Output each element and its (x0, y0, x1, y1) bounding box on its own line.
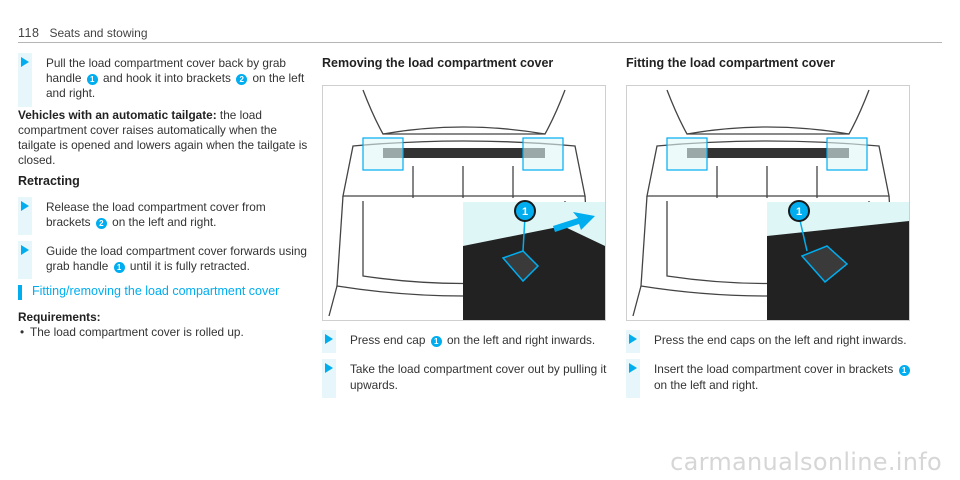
ref-badge: 2 (236, 74, 248, 86)
section-marker (18, 284, 22, 300)
text-column-3: Fitting the load compartment cover (626, 56, 916, 399)
step-arrow-icon (629, 334, 637, 345)
page-header: 118 Seats and stowing (18, 26, 148, 40)
step-arrow-icon (325, 363, 333, 374)
instruction-step: Guide the load compartment cover forward… (18, 240, 308, 280)
requirement-item: The load compartment cover is rolled up. (18, 325, 308, 340)
ref-badge: 2 (95, 217, 107, 229)
step-arrow-icon (629, 363, 637, 374)
ref-badge: 1 (86, 74, 98, 86)
step-arrow-icon (325, 334, 333, 345)
ref-badge: 1 (113, 262, 125, 274)
callout-1: 1 (522, 206, 528, 218)
fitting-illustration: 1 (626, 85, 910, 322)
section-heading: Fitting/removing the load compartment co… (18, 284, 308, 300)
watermark: carmanualsonline.info (670, 448, 942, 476)
requirements-label: Requirements: (18, 309, 101, 324)
instruction-step: Pull the load compartment cover back by … (18, 53, 308, 107)
car-trunk-illustration: 1 (632, 89, 909, 321)
car-trunk-illustration: 1 (328, 89, 605, 321)
callout-1: 1 (796, 206, 802, 218)
fitting-heading: Fitting the load compartment cover (626, 56, 836, 70)
instruction-step: Take the load compartment cover out by p… (322, 359, 612, 399)
text-column-1: Pull the load compartment cover back by … (18, 53, 308, 340)
ref-badge: 1 (898, 365, 910, 377)
instruction-step: Press the end caps on the left and right… (626, 330, 916, 354)
step-arrow-icon (21, 57, 29, 67)
text-column-2: Removing the load compartment cover (322, 56, 612, 399)
page-number: 118 (18, 26, 40, 40)
retracting-heading: Retracting (18, 174, 80, 189)
removing-heading: Removing the load compartment cover (322, 56, 554, 70)
instruction-step: Press end cap 1 on the left and right in… (322, 330, 612, 354)
step-arrow-icon (21, 245, 29, 256)
header-divider (18, 42, 942, 43)
step-arrow-icon (21, 200, 29, 211)
removing-illustration: 1 (322, 85, 606, 322)
instruction-step: Release the load compartment cover from … (18, 196, 308, 236)
section-name: Seats and stowing (49, 26, 148, 40)
ref-badge: 1 (430, 336, 442, 348)
instruction-step: Insert the load compartment cover in bra… (626, 359, 916, 399)
automatic-tailgate-note: Vehicles with an automatic tailgate: the… (18, 107, 308, 168)
